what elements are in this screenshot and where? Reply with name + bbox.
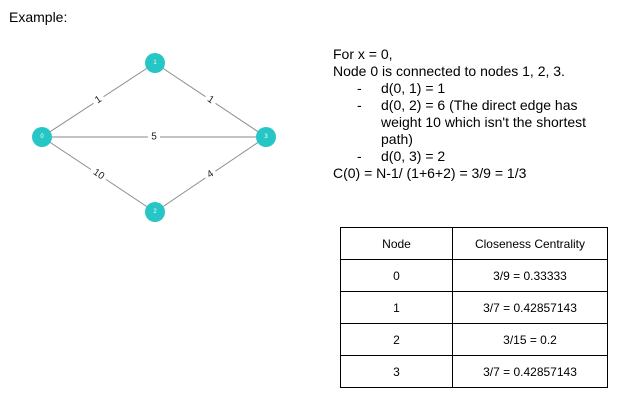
- table-row: 0 3/9 = 0.33333: [340, 259, 608, 292]
- table-header-row: Node Closeness Centrality: [340, 227, 608, 260]
- explanation-line-1: For x = 0,: [333, 46, 393, 62]
- edge-label-background: [148, 131, 160, 143]
- table-row: 2 3/15 = 0.2: [340, 323, 608, 356]
- bullet-continuation-2: path): [381, 131, 413, 147]
- node-label-1: 1: [153, 60, 157, 66]
- edge-weight-label: 1: [93, 94, 104, 106]
- bullet-text: d(0, 2) = 6 (The direct edge has: [381, 97, 578, 113]
- explanation-line-2: Node 0 is connected to nodes 1, 2, 3.: [333, 63, 565, 79]
- bullet-dash: -: [357, 80, 362, 96]
- closeness-table: Node Closeness Centrality 0 3/9 = 0.3333…: [340, 227, 608, 388]
- bullet-dash: -: [357, 148, 362, 164]
- edge-label-background: [202, 166, 219, 183]
- table-cell-closeness: 3/15 = 0.2: [452, 323, 608, 356]
- graph-node-1: [145, 53, 165, 73]
- table-cell-node: 3: [340, 355, 453, 388]
- edge-label-background: [87, 164, 110, 185]
- graph-node-3: [256, 127, 276, 147]
- bullet-dash: -: [357, 97, 362, 113]
- table-cell-closeness: 3/7 = 0.42857143: [452, 355, 608, 388]
- node-label-0: 0: [40, 134, 44, 140]
- table-cell-node: 0: [340, 259, 453, 292]
- edge-weight-label: 1: [205, 94, 216, 106]
- table-cell-closeness: 3/9 = 0.33333: [452, 259, 608, 292]
- table-row: 1 3/7 = 0.42857143: [340, 291, 608, 324]
- edge-weight-label: 5: [151, 132, 157, 143]
- table-header-node: Node: [340, 227, 453, 260]
- node-label-3: 3: [264, 134, 268, 140]
- table-cell-closeness: 3/7 = 0.42857143: [452, 291, 608, 324]
- bullet-text: d(0, 1) = 1: [381, 80, 446, 96]
- edge-label-background: [202, 91, 219, 109]
- edge-weight-label: 4: [205, 168, 216, 180]
- graph-node-2: [145, 202, 165, 222]
- table-cell-node: 2: [340, 323, 453, 356]
- table-header-closeness: Closeness Centrality: [452, 227, 608, 260]
- table-row: 3 3/7 = 0.42857143: [340, 355, 608, 388]
- node-label-2: 2: [153, 209, 157, 215]
- table-cell-node: 1: [340, 291, 453, 324]
- bullet-continuation-1: weight 10 which isn't the shortest: [381, 114, 587, 130]
- edge-label-background: [90, 91, 107, 109]
- explanation-block: For x = 0, Node 0 is connected to nodes …: [333, 46, 623, 182]
- closeness-formula: C(0) = N-1/ (1+6+2) = 3/9 = 1/3: [333, 165, 527, 181]
- distance-bullet-0-1: - d(0, 1) = 1: [333, 80, 623, 97]
- distance-bullet-0-3: - d(0, 3) = 2: [333, 148, 623, 165]
- bullet-text: d(0, 3) = 2: [381, 148, 446, 164]
- example-heading: Example:: [9, 9, 68, 25]
- distance-bullet-0-2: - d(0, 2) = 6 (The direct edge has: [333, 97, 623, 114]
- graph-node-0: [32, 127, 52, 147]
